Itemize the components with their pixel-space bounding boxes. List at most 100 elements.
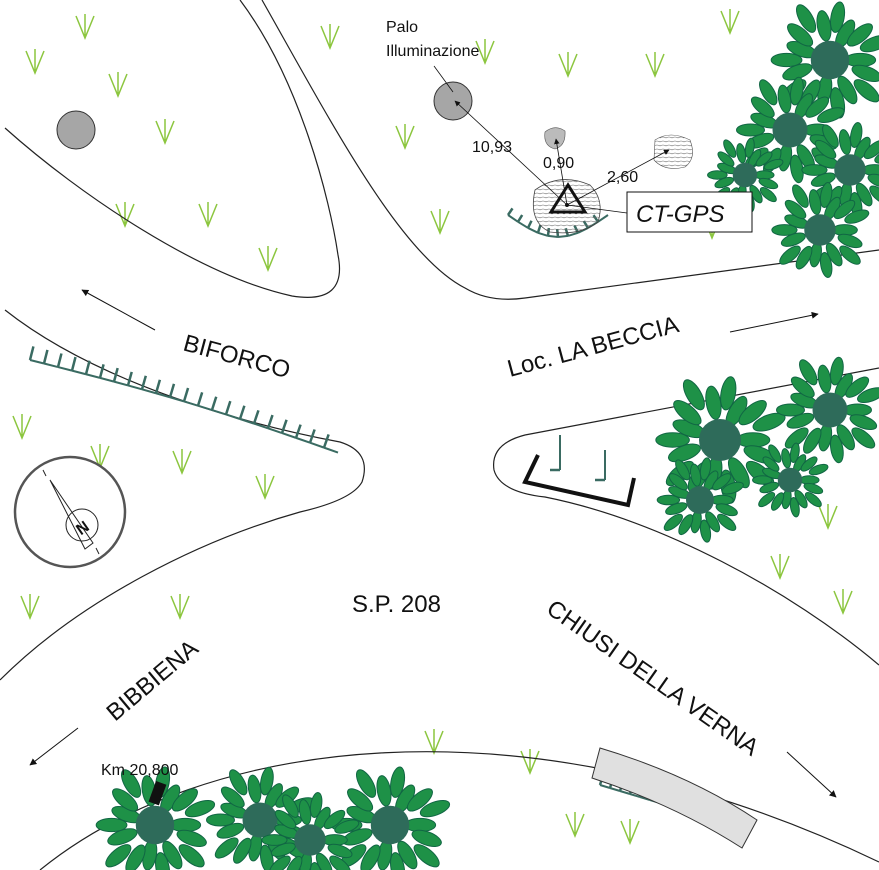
scarp-rock-tick <box>506 207 514 216</box>
bush-leaf <box>844 52 877 68</box>
bush-leaf <box>792 184 809 208</box>
bush-leaf <box>274 809 297 830</box>
grass-icon <box>12 414 32 440</box>
scarp-bottom <box>599 784 611 789</box>
bush-leaf <box>682 379 705 411</box>
bush-leaf <box>261 834 288 846</box>
scarp-left-tick <box>266 414 274 429</box>
bush-leaf <box>675 459 691 481</box>
bush-leaf <box>663 513 683 531</box>
scarp-bottom <box>639 796 651 801</box>
road-label-chiusi: CHIUSI DELLA VERNA <box>542 595 764 762</box>
bush-leaf <box>863 139 879 160</box>
bush-leaf <box>259 844 274 870</box>
bush-leaf <box>750 96 775 118</box>
bush-leaf <box>715 503 738 517</box>
scarp-rock <box>537 231 549 237</box>
grass-icon <box>255 474 275 500</box>
bush-leaf <box>355 769 377 798</box>
scarp-left <box>57 366 73 372</box>
road-edge-left-island <box>0 309 365 681</box>
grass-icon <box>172 449 192 475</box>
grass-icon <box>395 124 415 150</box>
bush-leaf <box>176 829 207 847</box>
bush-leaf <box>830 1 846 33</box>
bush-leaf <box>795 4 817 33</box>
scarp-left-tick <box>28 346 35 361</box>
bush-leaf <box>770 492 785 511</box>
scarp-left <box>295 436 311 444</box>
bush-leaf <box>259 766 274 796</box>
bush-leaf <box>105 844 132 868</box>
structure-outline <box>522 454 636 508</box>
bush-leaf <box>784 199 807 220</box>
grass-icon <box>475 39 495 65</box>
scarp-bottom <box>619 790 631 795</box>
grass-icon <box>20 594 40 620</box>
bush-leaf <box>849 414 878 431</box>
milestone-marker <box>148 780 167 806</box>
bush-leaf <box>768 444 782 463</box>
scarp-left-tick <box>140 375 148 390</box>
grass-icon <box>75 14 95 40</box>
bush-core <box>699 419 741 461</box>
bush-leaf <box>120 769 142 798</box>
scarp-left-tick <box>280 419 288 434</box>
bush-leaf <box>309 792 323 818</box>
bush-leaf <box>406 788 433 812</box>
bush-leaf <box>321 834 348 846</box>
scarp-left <box>127 384 143 391</box>
north-compass-icon: N <box>13 455 127 569</box>
bush-leaf <box>360 844 381 870</box>
bush-leaf <box>822 124 839 148</box>
bush-leaf <box>390 766 406 798</box>
bush-core <box>732 162 758 188</box>
arrow-biforco <box>81 289 156 331</box>
road-edge-top-right <box>261 0 879 300</box>
bush-leaf <box>790 376 815 398</box>
bush-leaf <box>851 427 876 449</box>
scarp-left <box>71 369 87 376</box>
bush-leaf <box>720 376 737 411</box>
bush-leaf <box>771 224 798 236</box>
rock-small <box>544 127 566 150</box>
grass-icon <box>25 49 45 75</box>
bush-leaf <box>829 356 844 386</box>
scarp-rock <box>527 227 539 234</box>
scarp-symbols <box>28 207 751 831</box>
scarp-rock <box>547 234 559 238</box>
bush-leaf <box>206 813 235 827</box>
bush-core <box>777 467 803 493</box>
bush-core <box>242 802 278 838</box>
scarp-left <box>85 373 101 379</box>
bush-leaf <box>655 432 690 448</box>
scarp-left-tick <box>84 360 91 375</box>
scarp-left <box>225 413 241 420</box>
scarp-rock-tick <box>516 214 524 223</box>
bush-leaf <box>285 855 303 870</box>
grass-icon <box>115 202 135 228</box>
bush-core <box>804 214 836 246</box>
grass-icon <box>198 202 218 228</box>
bush-leaf <box>717 513 737 531</box>
bush-leaf <box>814 139 837 160</box>
scarp-left <box>253 422 269 430</box>
bush-leaf <box>125 844 146 870</box>
retaining-wall <box>591 747 758 849</box>
bush-leaf <box>699 519 712 543</box>
distance-rock-far: 2,60 <box>607 169 638 186</box>
scarp-bottom <box>609 787 621 792</box>
bush-leaf <box>214 837 239 859</box>
scarp-left-tick <box>182 387 190 402</box>
bush-leaf <box>736 123 765 137</box>
bush-leaf <box>808 463 829 476</box>
scarp-left-tick <box>112 367 119 382</box>
bush-leaf <box>844 209 870 224</box>
bush-leaf <box>819 252 833 278</box>
bush-leaf <box>419 799 451 818</box>
scarp-rock <box>517 220 529 229</box>
scarp-left <box>323 446 339 454</box>
scarp-left-tick <box>168 383 176 398</box>
bush-leaf <box>833 199 856 220</box>
bush-leaf <box>803 427 822 454</box>
